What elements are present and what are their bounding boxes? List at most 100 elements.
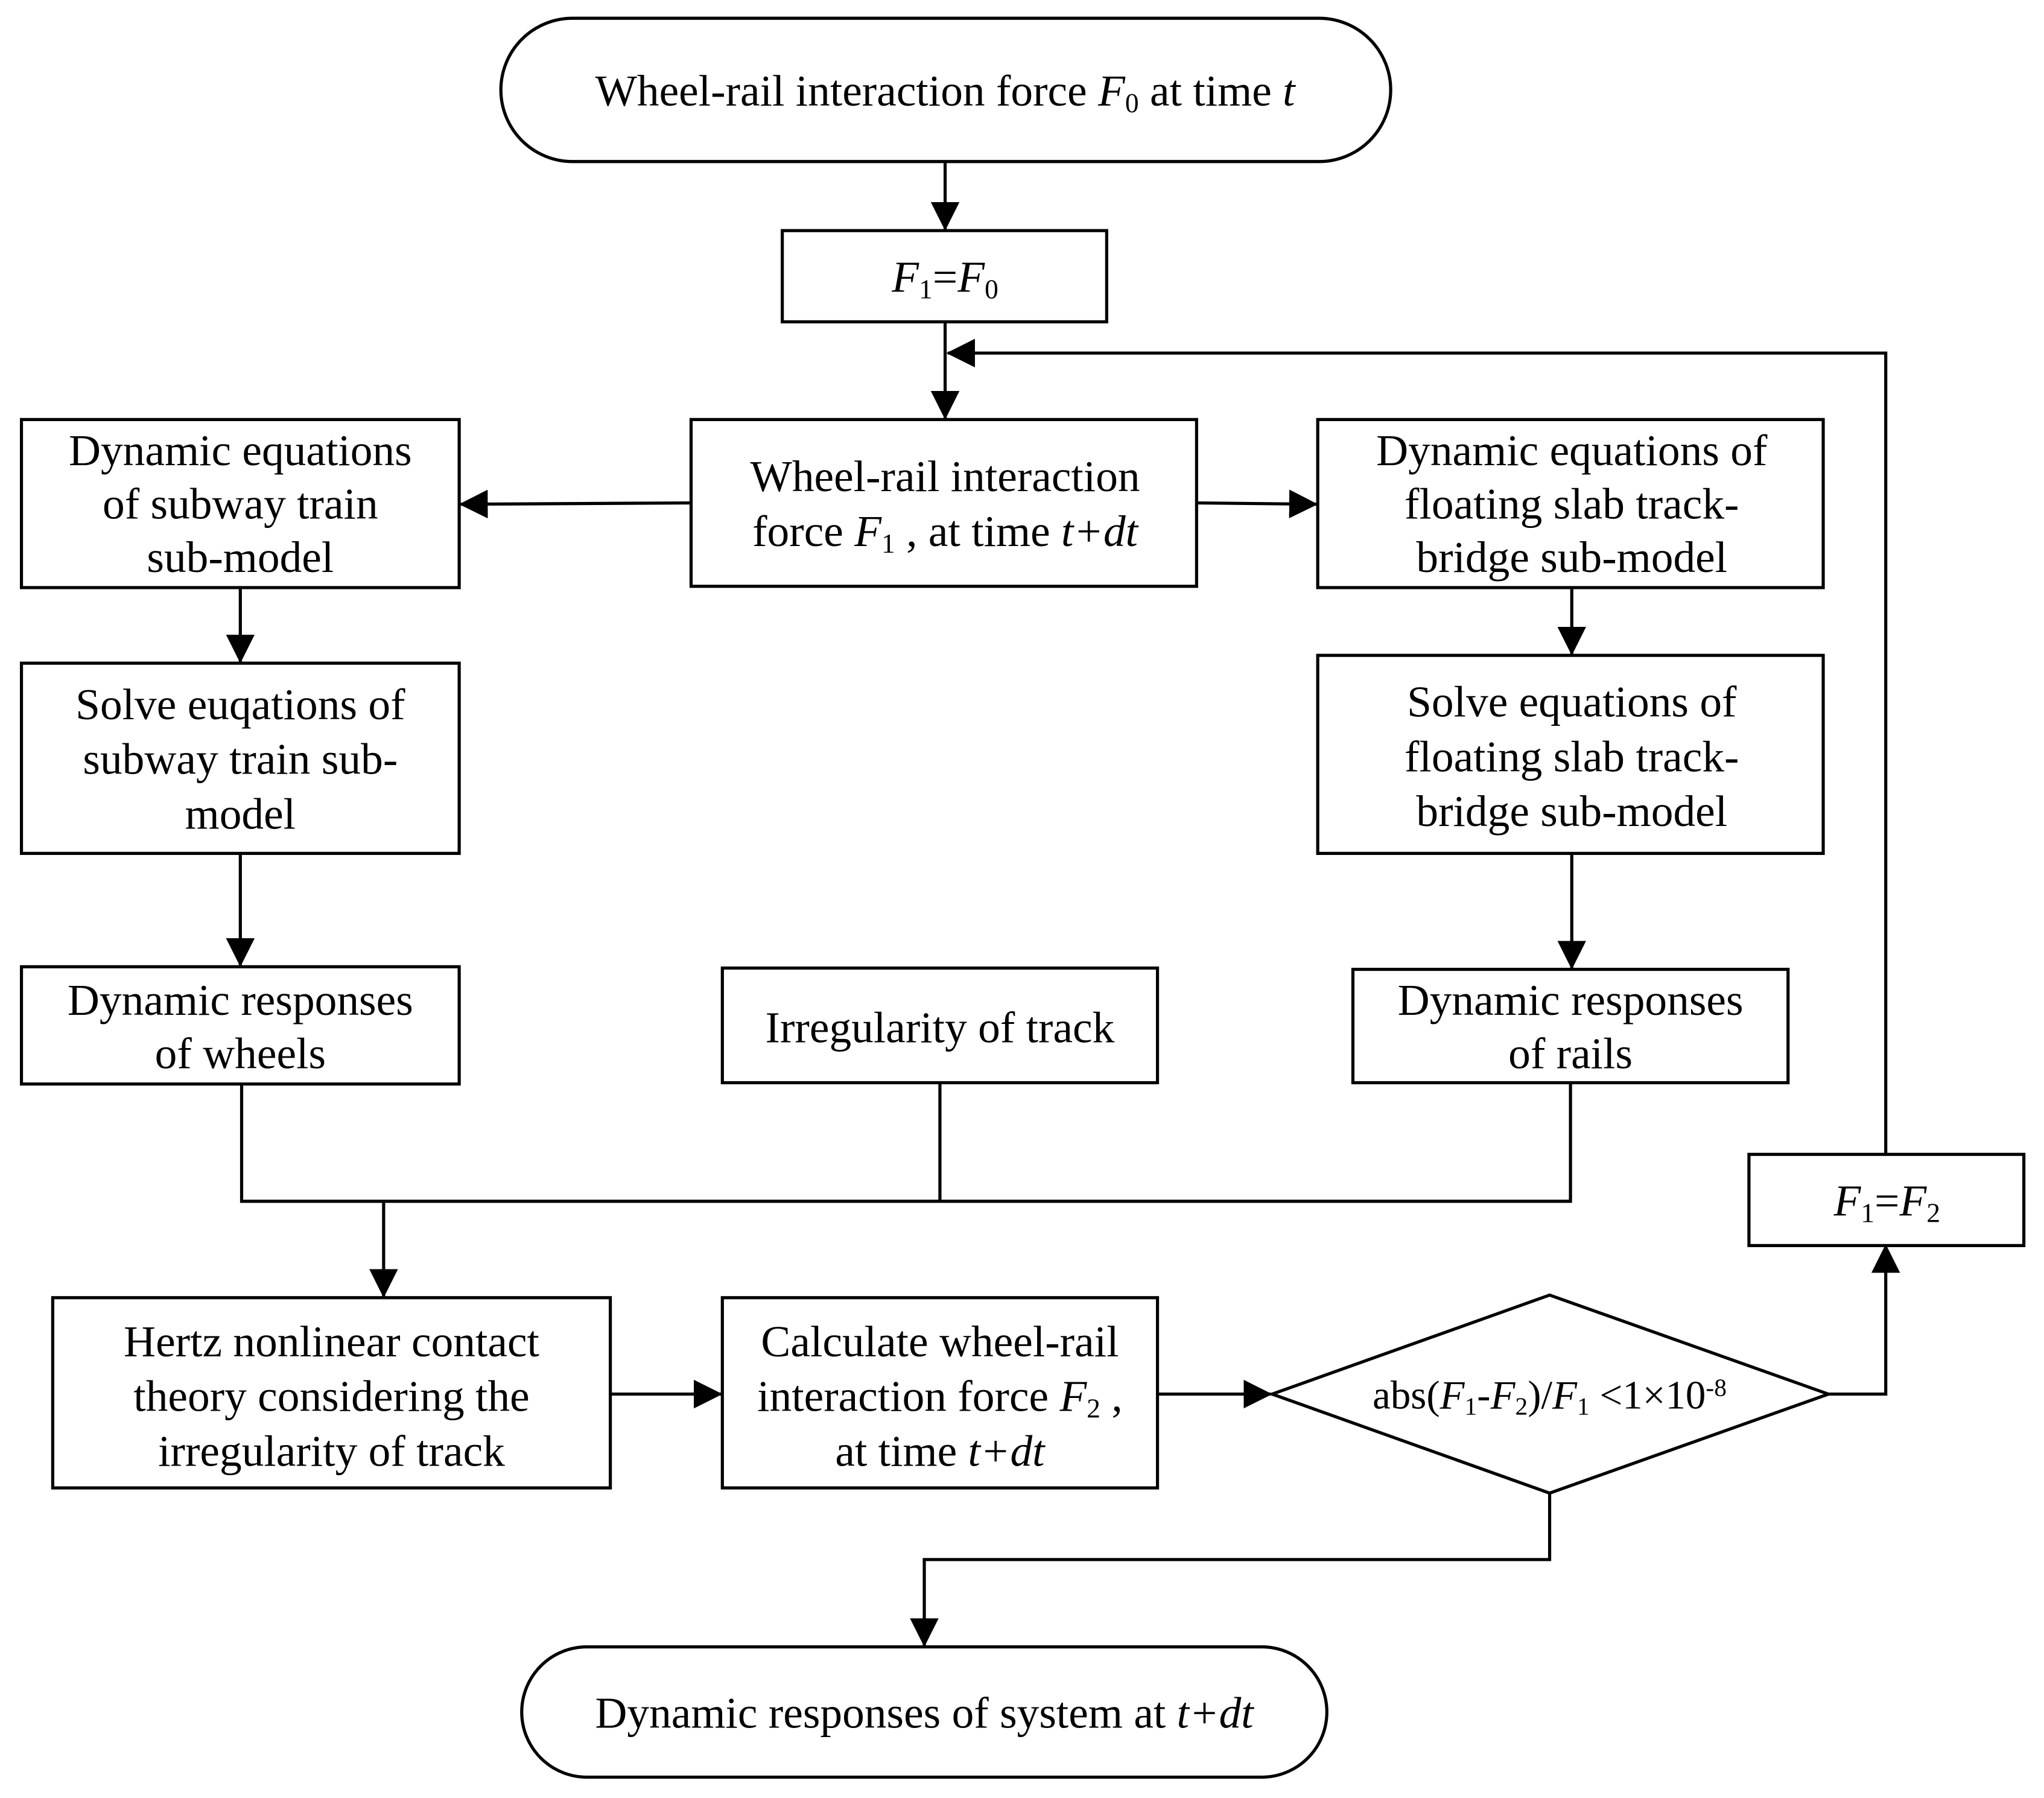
wheels-response-line-2: of wheels [155,1029,326,1078]
solve-track-line-2: floating slab track- [1404,732,1739,781]
convergence-condition-label: abs(F1-F2)/F1 <1×10-8 [1373,1373,1727,1420]
irregularity-label: Irregularity of track [766,1003,1115,1052]
arrow-condition-to-f1eqf2 [1828,1244,1900,1396]
start-label: Wheel-rail interaction force F0 at time … [595,66,1297,118]
end-terminal [520,1645,1328,1779]
train-equations-label: Dynamic equations of subway train sub-mo… [69,426,412,582]
arrow-f1-to-track-eq [1196,489,1318,518]
text-run: t+dt [1177,1688,1255,1737]
solve-track-label: Solve equations of floating slab track- … [1404,678,1739,836]
f1-eq-f0-label: F1=F0 [891,253,998,305]
start-terminal [499,16,1392,164]
text-run: , at time [895,507,1061,556]
text-run: F [891,253,919,302]
text-run: )/ [1528,1373,1552,1417]
solve-track-box [1316,653,1825,856]
wheels-response-label: Dynamic responses of wheels [68,976,413,1078]
text-run: F [1097,66,1126,115]
track-equations-line-3: bridge sub-model [1416,533,1727,582]
wheel-rail-force-f1-line-1: Wheel-rail interaction [751,452,1140,501]
wheels-response-box [19,965,461,1086]
text-run: F [1899,1177,1928,1225]
text-run: F [957,253,985,302]
text-run: F [1059,1372,1087,1421]
wheel-rail-force-f1-box [689,418,1198,588]
text-run: t [1283,66,1296,115]
hertz-box [51,1296,612,1490]
superscript: -8 [1706,1374,1727,1402]
track-equations-label: Dynamic equations of floating slab track… [1376,426,1768,582]
calc-f2-box [720,1296,1160,1490]
solve-train-line-3: model [185,789,296,838]
train-equations-line-2: of subway train [103,479,378,528]
rails-response-label: Dynamic responses of rails [1398,976,1744,1078]
text-run: F [1439,1373,1465,1417]
f1-eq-f2-label: F1=F2 [1833,1177,1941,1228]
text-run: F [1490,1373,1516,1417]
wheel-rail-force-f1-label: Wheel-rail interaction force F1 , at tim… [751,452,1140,559]
text-run: = [933,253,957,302]
hertz-label: Hertz nonlinear contact theory consideri… [124,1317,539,1475]
text-run: t+dt [968,1426,1046,1475]
track-equations-box [1316,418,1825,589]
train-equations-box [19,418,461,589]
text-run: Wheel-rail interaction force [595,66,1099,115]
hertz-line-1: Hertz nonlinear contact [124,1317,539,1366]
solve-train-line-2: subway train sub- [83,735,398,784]
wheel-rail-force-f1-line-2: force F1 , at time t+dt [752,507,1139,559]
text-run: at time [835,1426,968,1475]
solve-train-label: Solve euqations of subway train sub- mod… [75,680,405,838]
hertz-line-2: theory considering the [133,1372,529,1421]
text-run: abs( [1373,1373,1440,1417]
track-equations-line-1: Dynamic equations of [1376,426,1768,475]
hertz-line-3: irregularity of track [158,1426,505,1475]
convergence-decision [1267,1293,1833,1495]
subscript: 0 [1125,87,1139,118]
f1-eq-f2-box [1747,1152,2026,1247]
line-merge-bus [240,1082,1572,1203]
calc-f2-line-1: Calculate wheel-rail [761,1317,1119,1366]
train-equations-line-1: Dynamic equations [69,426,412,475]
solve-train-line-1: Solve euqations of [75,680,405,729]
text-run: F [1833,1177,1862,1225]
subscript: 1 [1465,1393,1477,1420]
text-run: interaction force [757,1372,1059,1421]
train-equations-line-3: sub-model [147,533,334,582]
calc-f2-line-3: at time t+dt [835,1426,1046,1475]
end-label: Dynamic responses of system at t+dt [595,1688,1254,1737]
text-run: F [1552,1373,1578,1417]
arrow-condition-to-end [910,1491,1552,1647]
f1-eq-f0-box [781,229,1108,323]
subscript: 1 [919,274,933,305]
text-run: Dynamic responses of system at [595,1688,1176,1737]
text-run: , [1100,1372,1123,1421]
rails-response-line-1: Dynamic responses [1398,976,1744,1024]
irregularity-box [720,966,1160,1085]
text-run: - [1477,1373,1490,1417]
text-run: = [1874,1177,1899,1225]
subscript: 2 [1926,1198,1940,1228]
subscript: 1 [1861,1198,1874,1228]
rails-response-box [1351,968,1790,1085]
subscript: 2 [1515,1393,1528,1420]
calc-f2-line-2: interaction force F2 , [757,1372,1123,1424]
text-run: <1×10 [1590,1373,1706,1417]
solve-train-box [19,661,461,856]
text-run: at time [1139,66,1283,115]
subscript: 2 [1087,1393,1100,1424]
text-run: F [854,507,882,556]
arrow-f1-to-train-eq [459,489,691,519]
calc-f2-label: Calculate wheel-rail interaction force F… [757,1317,1123,1475]
subscript: 1 [881,528,895,559]
text-run: force [752,507,854,556]
connectors [226,161,1900,1647]
track-equations-line-2: floating slab track- [1404,479,1739,528]
wheels-response-line-1: Dynamic responses [68,976,413,1024]
arrow-f1eqf2-loop-back [946,338,1888,1154]
subscript: 1 [1577,1393,1590,1420]
text-run: t+dt [1061,507,1139,556]
solve-track-line-3: bridge sub-model [1416,787,1727,836]
solve-track-line-1: Solve equations of [1407,678,1737,726]
rails-response-line-2: of rails [1508,1029,1633,1078]
